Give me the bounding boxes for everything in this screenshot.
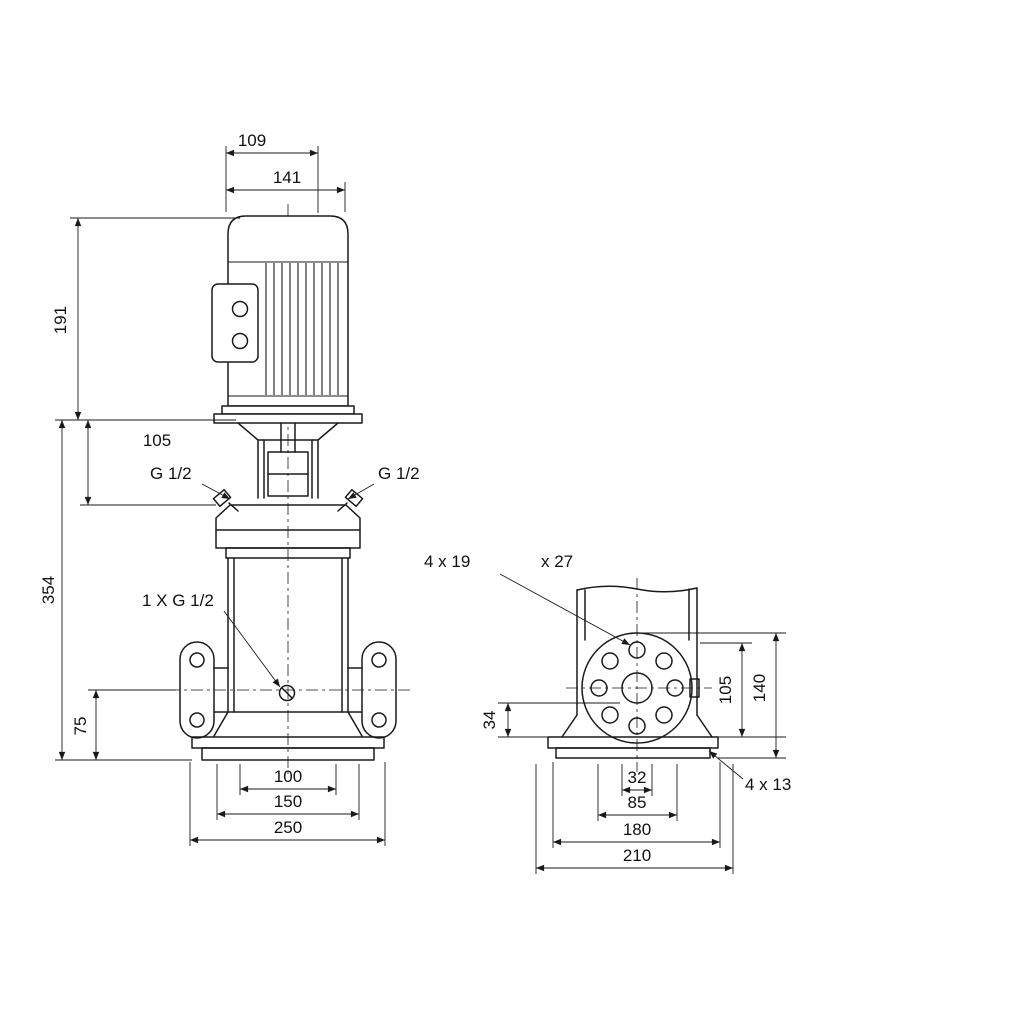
dim-label: 105 (143, 431, 171, 450)
bolt-holes (590, 641, 684, 735)
flange-left (179, 641, 215, 739)
label-drain: 1 X G 1/2 (142, 591, 281, 688)
chamber-stack (213, 547, 363, 737)
side-view: 4 x 19 x 27 34 105 140 32 (424, 552, 791, 874)
dim-label: 180 (623, 820, 651, 839)
drain-plug (278, 684, 296, 702)
dim-label: 75 (71, 717, 90, 736)
base-front (191, 736, 385, 761)
dim-label: 141 (273, 168, 301, 187)
motor-flange (213, 413, 363, 424)
flange-outer (581, 632, 693, 744)
flange-bore (621, 672, 653, 704)
dim-85: 85 (597, 764, 678, 821)
dim-75: 75 (71, 689, 176, 760)
dim-105-coupling: 105 (80, 420, 216, 506)
dim-label: 105 (716, 676, 735, 704)
port-flanges (179, 641, 397, 739)
round-flange (581, 632, 700, 744)
side-body (561, 585, 713, 738)
label-base-holes: 4 x 13 (708, 750, 791, 794)
label-flange-holes: 4 x 19 x 27 (424, 552, 631, 646)
dim-label: 109 (238, 131, 266, 150)
label-g12-left: G 1/2 (150, 464, 231, 500)
dim-34: 34 (480, 702, 620, 738)
dim-label: 34 (480, 711, 499, 730)
base-side (547, 736, 719, 759)
dim-label: 354 (39, 576, 58, 604)
dim-354: 354 (39, 420, 192, 761)
label-g12-right: G 1/2 (347, 464, 420, 500)
dim-150: 150 (216, 764, 360, 820)
plug-label: G 1/2 (378, 464, 420, 483)
dim-label: 250 (274, 818, 302, 837)
dim-180: 180 (552, 762, 721, 848)
cable-entry-top (231, 300, 249, 318)
motor-endshield (221, 405, 355, 415)
side-plug (689, 678, 700, 698)
coupling-lantern (237, 422, 339, 499)
dim-label: 140 (750, 674, 769, 702)
dim-label: 150 (274, 792, 302, 811)
base-holes-label: 4 x 13 (745, 775, 791, 794)
dim-140: 140 (640, 632, 786, 759)
front-view: 109 141 191 105 354 75 G 1/ (39, 131, 420, 846)
dim-109: 109 (225, 131, 319, 213)
motor-fins (265, 263, 339, 395)
dim-label: 210 (623, 846, 651, 865)
dim-label: 32 (628, 768, 647, 787)
dim-32: 32 (621, 764, 653, 796)
flange-right (361, 641, 397, 739)
dim-label: 100 (274, 767, 302, 786)
plug-label: G 1/2 (150, 464, 192, 483)
terminal-box (211, 283, 259, 363)
drain-label: 1 X G 1/2 (142, 591, 214, 610)
dim-250: 250 (189, 762, 386, 846)
dim-210: 210 (535, 764, 734, 874)
dim-141: 141 (226, 168, 346, 212)
dim-105-flange: 105 (700, 642, 786, 738)
dim-label: 85 (628, 793, 647, 812)
dim-label: 191 (51, 306, 70, 334)
holes-label: 4 x 19 (424, 552, 470, 571)
motor (211, 215, 363, 424)
cable-entry-bottom (231, 332, 249, 350)
counterbore-label: x 27 (541, 552, 573, 571)
dim-100: 100 (239, 764, 337, 795)
